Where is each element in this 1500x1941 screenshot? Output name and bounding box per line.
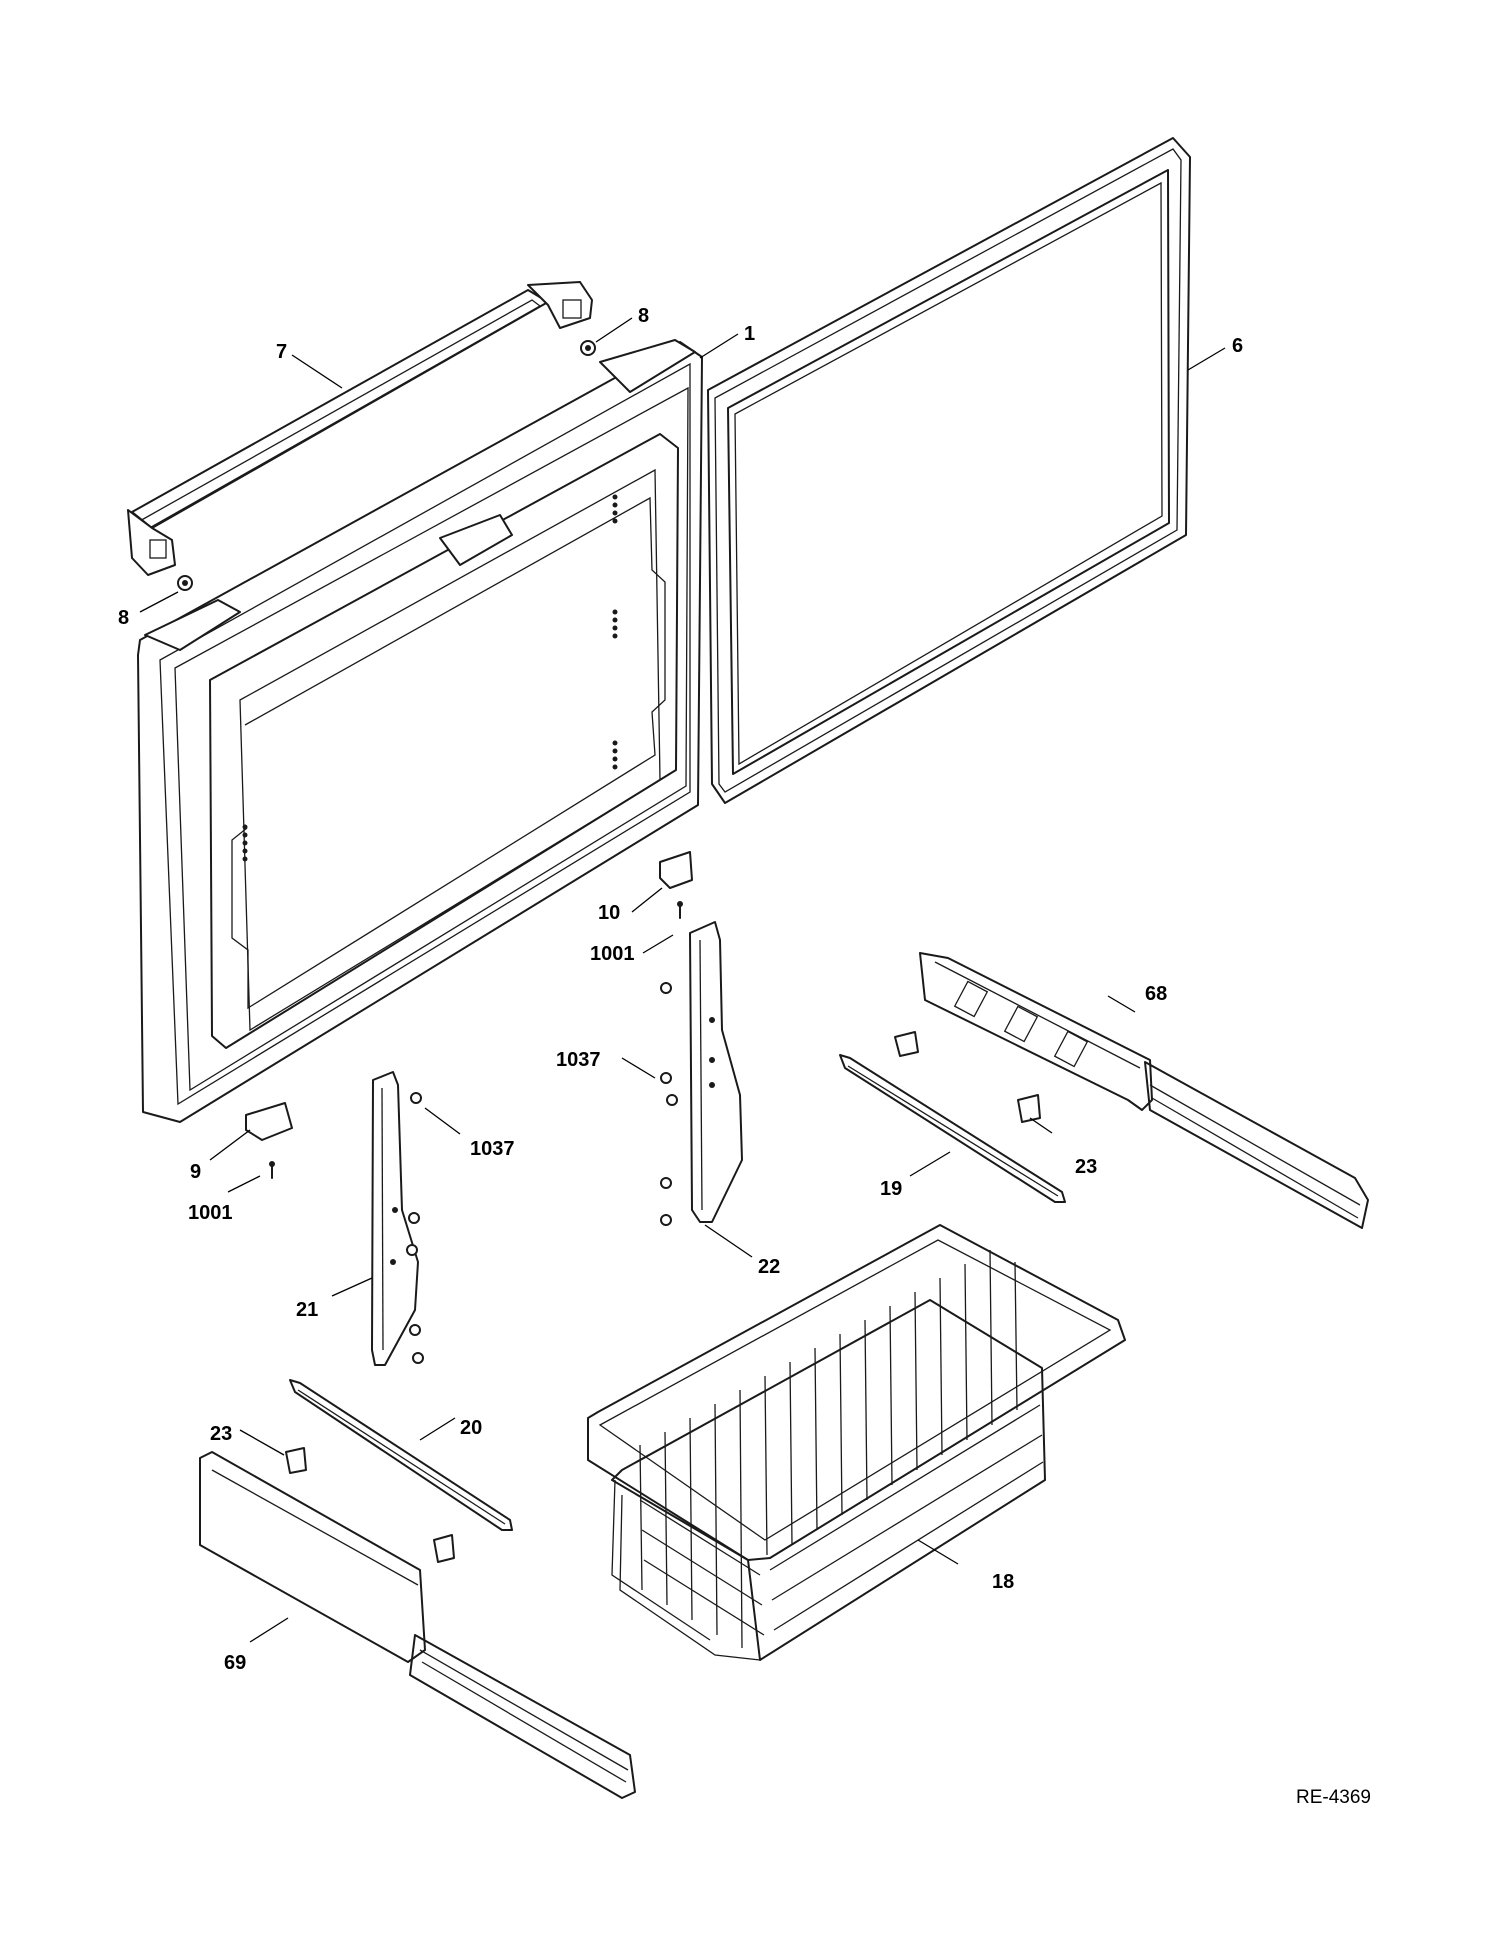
callout-18: 18 [992, 1571, 1014, 1593]
callout-1: 1 [744, 323, 755, 345]
part-68-right-slide-rail [919, 952, 1369, 1229]
part-18-wire-basket [587, 1224, 1126, 1661]
leader-lines [139, 317, 1226, 1643]
callout-69: 69 [224, 1652, 246, 1674]
callout-19: 19 [880, 1178, 902, 1200]
part-10-hinge-cap [659, 851, 693, 889]
part-23-clip-lower-1 [285, 1447, 307, 1474]
part-6-door-gasket [707, 137, 1191, 804]
callout-68: 68 [1145, 983, 1167, 1005]
part-23-clip-upper [894, 1031, 919, 1057]
callout-7: 7 [276, 341, 287, 363]
part-1037-screws-left [406, 1092, 424, 1364]
part-21-left-drawer-bracket [371, 1071, 419, 1366]
part-8-handle-screw-top [580, 340, 596, 356]
callout-22: 22 [758, 1256, 780, 1278]
callout-1037-right: 1037 [556, 1049, 601, 1071]
drawing-id: RE-4369 [1296, 1787, 1371, 1808]
part-1037-screws-right [660, 982, 678, 1226]
callout-10: 10 [598, 902, 620, 924]
part-20-left-drawer-support [289, 1379, 513, 1531]
callout-1037-left: 1037 [470, 1138, 515, 1160]
part-1001-screw-lower [269, 1161, 275, 1179]
part-1001-screw-upper [677, 901, 683, 919]
callout-1001-upper: 1001 [590, 943, 635, 965]
callout-20: 20 [460, 1417, 482, 1439]
part-8-handle-screw-bottom [177, 575, 193, 591]
callout-1001-lower: 1001 [188, 1202, 233, 1224]
part-22-right-drawer-bracket [689, 921, 743, 1223]
callout-21: 21 [296, 1299, 318, 1321]
part-9-hinge-cap [245, 1102, 293, 1141]
part-19-right-drawer-support [839, 1054, 1066, 1203]
callout-8-top: 8 [638, 305, 649, 327]
callout-23-left: 23 [210, 1423, 232, 1445]
callout-9: 9 [190, 1161, 201, 1183]
part-69-left-slide-rail [199, 1451, 636, 1799]
part-1-freezer-door [137, 339, 703, 1123]
callout-labels: 8 1 6 7 8 10 1001 68 1037 1037 23 19 9 1… [118, 305, 1243, 1674]
part-23-clip-lower-2 [433, 1534, 455, 1563]
part-23-clip-mid [1017, 1094, 1041, 1123]
callout-8-bottom: 8 [118, 607, 129, 629]
callout-6: 6 [1232, 335, 1243, 357]
part-7-door-handle [127, 281, 593, 576]
callout-23-right: 23 [1075, 1156, 1097, 1178]
